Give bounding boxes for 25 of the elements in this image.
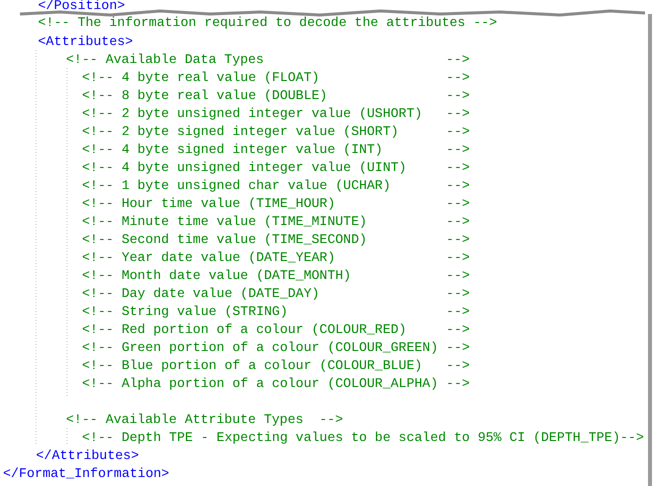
xml-comment: <!-- Minute time value (TIME_MINUTE) --> xyxy=(82,214,470,230)
xml-comment: <!-- Red portion of a colour (COLOUR_RED) --> xyxy=(82,322,470,338)
xml-comment: <!-- Green portion of a colour (COLOUR_GREEN) --> xyxy=(82,340,470,356)
xml-comment: <!-- Year date value (DATE_YEAR) --> xyxy=(82,250,470,266)
xml-comment: <!-- The information required to decode the attributes --> xyxy=(38,15,497,31)
xml-comment: <!-- 4 byte signed integer value (INT) --> xyxy=(82,142,470,158)
xml-tag: </Attributes> xyxy=(36,448,139,464)
xml-comment: <!-- Hour time value (TIME_HOUR) --> xyxy=(82,196,470,212)
xml-comment: <!-- Alpha portion of a colour (COLOUR_ALPHA) --> xyxy=(82,376,470,392)
xml-comment: <!-- Depth TPE - Expecting values to be scaled to 95% CI (DEPTH_TPE)--> xyxy=(82,430,644,446)
xml-comment: <!-- Available Data Types --> xyxy=(66,52,470,68)
xml-comment: <!-- 8 byte real value (DOUBLE) --> xyxy=(82,88,470,104)
xml-comment: <!-- 1 byte unsigned char value (UCHAR) --> xyxy=(82,178,470,194)
xml-comment: <!-- Blue portion of a colour (COLOUR_BLUE) --> xyxy=(82,358,470,374)
xml-comment: <!-- 4 byte unsigned integer value (UINT) --> xyxy=(82,160,470,176)
xml-comment: <!-- String value (STRING) --> xyxy=(82,304,470,320)
xml-comment: <!-- Available Attribute Types --> xyxy=(66,412,343,428)
xml-comment: <!-- 2 byte unsigned integer value (USHORT) --> xyxy=(82,106,470,122)
xml-tag: </Format_Information> xyxy=(3,466,170,482)
xml-comment: <!-- Day date value (DATE_DAY) --> xyxy=(82,286,470,302)
xml-comment: <!-- 2 byte signed integer value (SHORT) --> xyxy=(82,124,470,140)
xml-comment: <!-- 4 byte real value (FLOAT) --> xyxy=(82,70,470,86)
xml-tag: <Attributes> xyxy=(38,34,133,50)
xml-comment: <!-- Month date value (DATE_MONTH) --> xyxy=(82,268,470,284)
xml-comment: <!-- Second time value (TIME_SECOND) --> xyxy=(82,232,470,248)
